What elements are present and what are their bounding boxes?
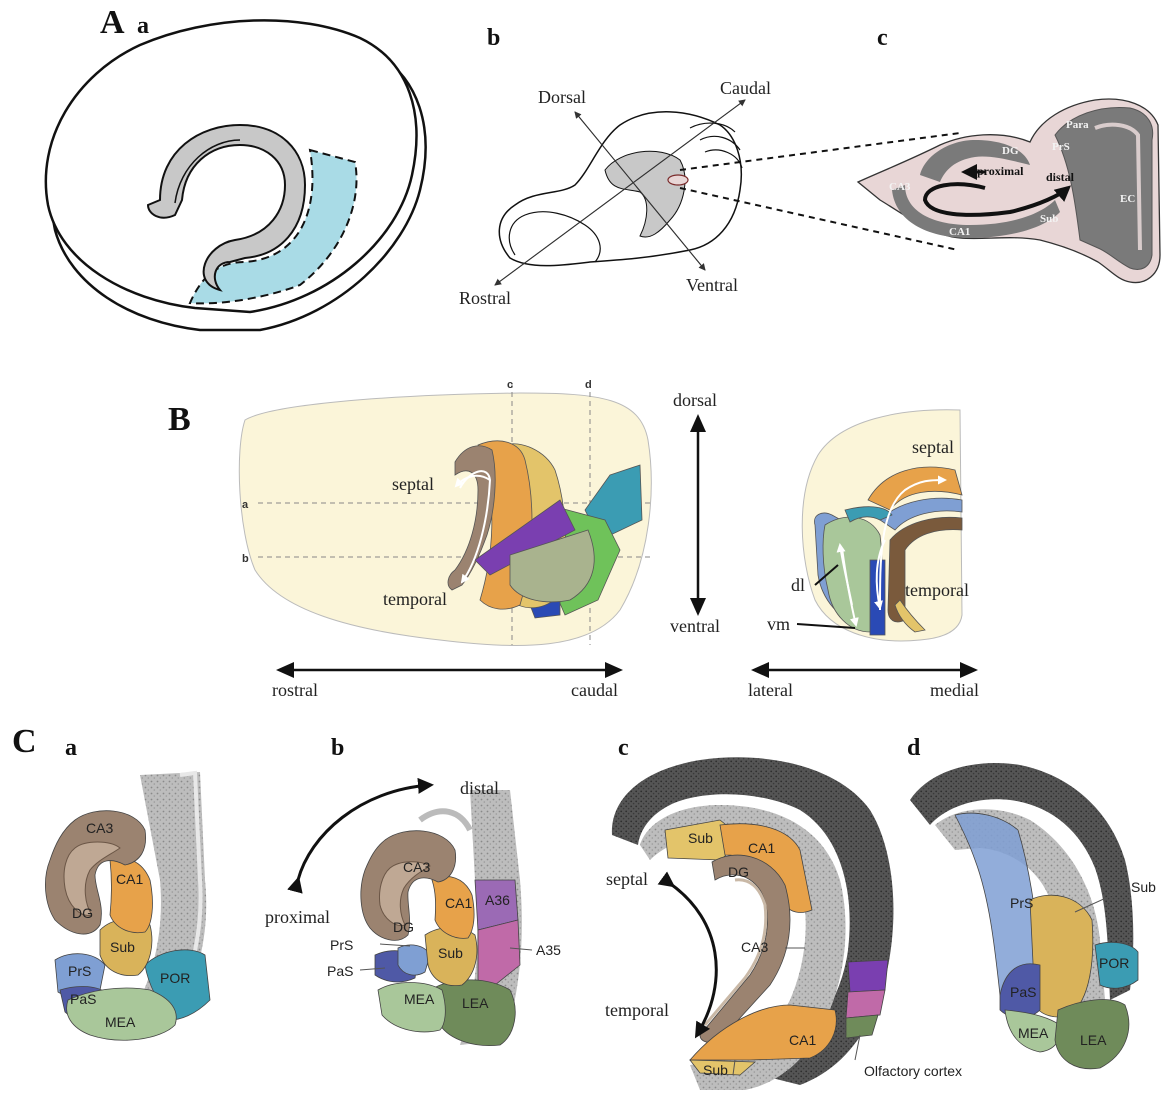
ca-label-sub: Sub <box>110 939 135 955</box>
ac-label-ec: EC <box>1120 193 1135 205</box>
b-lateral-arrowhead <box>751 662 769 678</box>
ac-label-ca3: CA3 <box>889 181 911 193</box>
cb-label-prs: PrS <box>330 937 353 953</box>
axis-label-rostral: Rostral <box>459 288 511 308</box>
b-label-caudal: caudal <box>571 680 618 700</box>
ca-label-ca1: CA1 <box>116 871 143 887</box>
ac-label-sub: Sub <box>1040 213 1058 225</box>
c-d-section <box>910 763 1138 1069</box>
b-label-vm: vm <box>767 614 790 634</box>
b-caudal-arrowhead <box>605 662 623 678</box>
cb-mea <box>378 983 445 1032</box>
b-ventral-arrowhead <box>690 598 706 616</box>
cb-label-a36: A36 <box>485 892 510 908</box>
panel-a-sub-a: a <box>137 13 149 39</box>
cb-label-proximal: proximal <box>265 907 330 927</box>
b-label-septal-left: septal <box>392 474 434 494</box>
cc-label-dg: DG <box>728 864 749 880</box>
ac-label-proximal: proximal <box>977 164 1024 178</box>
cc-label-ca1-bottom: CA1 <box>789 1032 816 1048</box>
ca-label-ca3: CA3 <box>86 820 113 836</box>
cd-label-por: POR <box>1099 955 1129 971</box>
b-grid-label-c: c <box>507 379 513 391</box>
ac-label-ca1: CA1 <box>949 226 970 238</box>
cb-label-a35: A35 <box>536 942 561 958</box>
b-label-temporal-left: temporal <box>383 589 447 609</box>
b-dorsal-arrowhead <box>690 414 706 432</box>
panel-letter-c: C <box>12 723 37 760</box>
b-rostral-arrowhead <box>276 662 294 678</box>
ca-label-por: POR <box>160 970 190 986</box>
cc-label-temporal: temporal <box>605 1000 669 1020</box>
panel-c-sub-b: b <box>331 735 344 761</box>
panel-c-sub-a: a <box>65 735 77 761</box>
cb-white-matter <box>420 811 470 830</box>
ac-label-prs: PrS <box>1052 141 1070 153</box>
panel-a-sub-c: c <box>877 25 888 51</box>
cb-label-mea: MEA <box>404 991 435 1007</box>
cc-label-sub-bottom: Sub <box>703 1062 728 1078</box>
cb-label-lea: LEA <box>462 995 489 1011</box>
cb-label-ca3: CA3 <box>403 859 430 875</box>
panel-letter-b: B <box>168 401 191 438</box>
cd-label-mea: MEA <box>1018 1025 1049 1041</box>
ca-label-pas: PaS <box>70 991 96 1007</box>
ac-label-para: Para <box>1066 119 1089 131</box>
cd-label-prs: PrS <box>1010 895 1033 911</box>
panel-c-sub-d: d <box>907 735 921 761</box>
axis-label-ventral: Ventral <box>686 275 738 295</box>
cd-label-lea: LEA <box>1080 1032 1107 1048</box>
b-grid-label-b: b <box>242 553 249 565</box>
cb-label-dg: DG <box>393 919 414 935</box>
cc-septotemporal-arrow <box>672 885 716 1035</box>
cc-label-olfactory: Olfactory cortex <box>864 1063 962 1079</box>
b-grid-label-a: a <box>242 499 249 511</box>
axis-label-caudal: Caudal <box>720 78 771 98</box>
cb-label-distal: distal <box>460 778 499 798</box>
cd-label-sub: Sub <box>1131 879 1156 895</box>
b-label-ventral: ventral <box>670 616 720 636</box>
a-a-brain-illustration <box>46 20 426 330</box>
cd-label-pas: PaS <box>1010 984 1036 1000</box>
ac-label-distal: distal <box>1046 170 1075 184</box>
c-c-section <box>612 757 894 1090</box>
ca-label-dg: DG <box>72 905 93 921</box>
b-label-dorsal: dorsal <box>673 390 717 410</box>
b-label-rostral: rostral <box>272 680 318 700</box>
cc-label-septal: septal <box>606 869 648 889</box>
panel-c-sub-c: c <box>618 735 629 761</box>
ca-ca1 <box>110 858 152 932</box>
cb-label-pas: PaS <box>327 963 353 979</box>
b-label-dl: dl <box>791 575 805 595</box>
b-medial-arrowhead <box>960 662 978 678</box>
ca-label-prs: PrS <box>68 963 91 979</box>
rodent-brain-outline <box>499 112 741 266</box>
cb-label-sub: Sub <box>438 945 463 961</box>
cc-olfactory-green <box>846 1015 878 1038</box>
ca-label-mea: MEA <box>105 1014 136 1030</box>
slice-location-marker <box>668 175 688 185</box>
b-label-medial: medial <box>930 680 979 700</box>
cc-olfactory-purple <box>848 960 888 992</box>
panel-letter-a-main: A <box>100 4 125 41</box>
cc-olfactory-magenta <box>846 990 885 1018</box>
b-label-temporal-right: temporal <box>905 580 969 600</box>
cc-label-sub-top: Sub <box>688 830 713 846</box>
cb-prs <box>398 945 430 975</box>
b-grid-label-d: d <box>585 379 592 391</box>
cc-label-ca1-top: CA1 <box>748 840 775 856</box>
panel-a-sub-b: b <box>487 25 500 51</box>
cc-label-ca3: CA3 <box>741 939 768 955</box>
b-label-septal-right: septal <box>912 437 954 457</box>
ac-label-dg: DG <box>1002 145 1019 157</box>
cb-label-ca1: CA1 <box>445 895 472 911</box>
axis-label-dorsal: Dorsal <box>538 87 586 107</box>
b-label-lateral: lateral <box>748 680 793 700</box>
